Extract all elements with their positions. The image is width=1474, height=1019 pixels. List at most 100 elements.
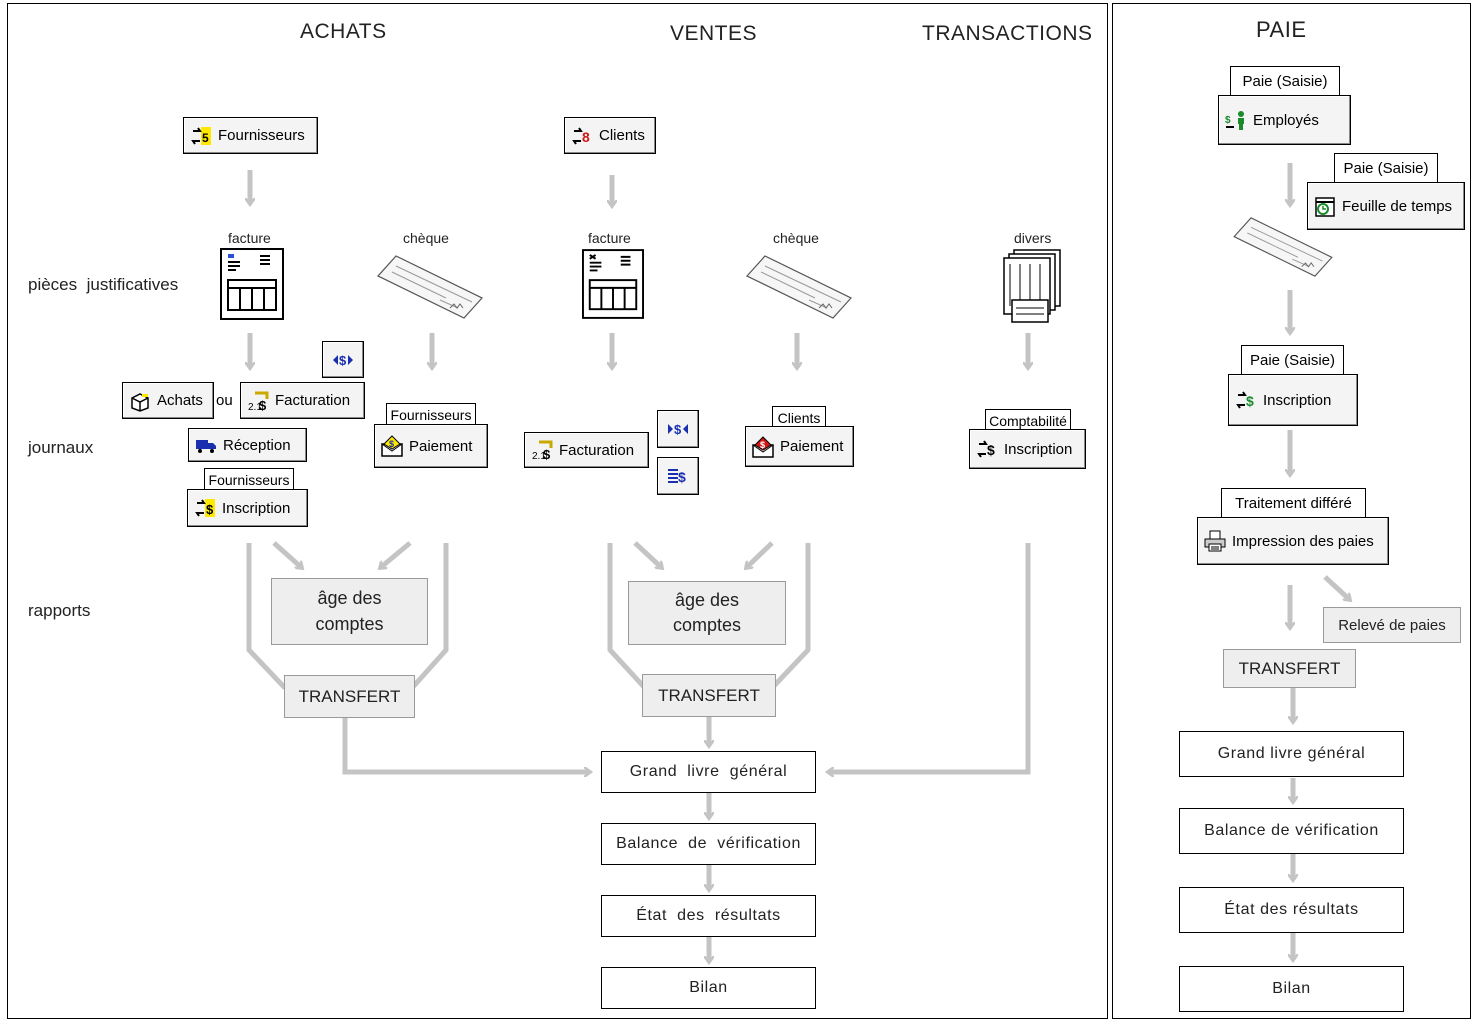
feuille-de-temps-label: Feuille de temps: [1342, 197, 1453, 215]
fournisseurs-label: Fournisseurs: [218, 127, 305, 144]
arrow-a5: [380, 541, 412, 568]
exchange-icon: 8: [572, 126, 590, 145]
achats-inscription-label: Inscription: [222, 499, 291, 517]
row-label-journaux: journaux: [28, 438, 94, 457]
ventes-transfer-button[interactable]: $: [657, 410, 699, 448]
printer-icon: [1204, 530, 1226, 552]
currency-transfer-icon: $: [668, 422, 688, 437]
achats-facture-label: facture: [228, 230, 271, 246]
svg-text:5: 5: [202, 131, 209, 145]
billing-icon: 2.1$: [248, 391, 269, 412]
ventes-transfert: TRANSFERT: [642, 674, 776, 717]
impression-des-paies-label: Impression des paies: [1232, 532, 1374, 550]
tab-comptabilite[interactable]: Comptabilité: [985, 409, 1071, 431]
impression-des-paies-button[interactable]: Impression des paies: [1197, 517, 1389, 565]
currency-transfer-icon: $: [333, 353, 353, 368]
releve-de-paies: Relevé de paies: [1323, 607, 1461, 643]
exchange-dollar-icon: $: [977, 440, 995, 458]
ventes-cheque-label: chèque: [773, 230, 819, 246]
paie-balance-de-verification: Balance de vérification: [1179, 808, 1404, 854]
achats-transfert: TRANSFERT: [284, 675, 415, 718]
paie-inscription-button[interactable]: $ Inscription: [1228, 374, 1358, 426]
employee-icon: $: [1225, 111, 1244, 130]
achats-inscription-button[interactable]: $ Inscription: [187, 489, 308, 527]
cheque-icon: [1233, 217, 1333, 277]
list-dollar-icon: $: [668, 469, 686, 485]
bilan: Bilan: [601, 967, 816, 1009]
timesheet-icon: [1315, 197, 1335, 217]
feuille-de-temps-button[interactable]: Feuille de temps: [1307, 182, 1465, 230]
achats-paiement-button[interactable]: $ Paiement: [374, 424, 488, 468]
bracket-ventes-left: [607, 543, 647, 690]
achats-facturation-label: Facturation: [275, 392, 351, 409]
achats-age-des-comptes: âge des comptes: [271, 578, 428, 645]
billing-icon: 2.1$: [532, 440, 553, 461]
arrow-v5: [746, 541, 774, 568]
etat-des-resultats: État des résultats: [601, 895, 816, 937]
divers-label: divers: [1014, 230, 1052, 246]
achats-cheque-label: chèque: [403, 230, 449, 246]
svg-text:8: 8: [582, 129, 590, 145]
tab-fournisseurs-paiement[interactable]: Fournisseurs: [386, 403, 476, 426]
svg-text:$: $: [259, 398, 267, 412]
exchange-dollar-icon: $: [1236, 391, 1254, 409]
document-icon: [220, 248, 284, 320]
ou-label: ou: [216, 392, 233, 409]
balance-de-verification: Balance de vérification: [601, 823, 816, 865]
ventes-facturation-label: Facturation: [559, 441, 635, 459]
svg-text:$: $: [339, 353, 347, 368]
svg-text:$: $: [206, 502, 214, 517]
arrow-v4: [633, 541, 662, 568]
title-achats: ACHATS: [300, 20, 387, 43]
achats-button[interactable]: Achats: [122, 382, 214, 419]
transactions-inscription-button[interactable]: $ Inscription: [969, 429, 1086, 469]
title-paie: PAIE: [1256, 17, 1307, 42]
svg-text:$: $: [674, 422, 682, 437]
reception-label: Réception: [223, 436, 291, 454]
bracket-ventes-right: [770, 543, 811, 690]
reception-button[interactable]: Réception: [188, 428, 307, 462]
achats-paiement-label: Paiement: [409, 437, 473, 455]
arrow-a4: [272, 541, 302, 568]
document-icon: [582, 249, 644, 319]
clients-button[interactable]: 8 Clients: [564, 117, 656, 154]
envelope-dollar-icon: $: [381, 435, 403, 457]
svg-text:$: $: [1225, 115, 1231, 126]
tab-clients[interactable]: Clients: [772, 406, 826, 428]
tab-paie-saisie-feuille[interactable]: Paie (Saisie): [1334, 153, 1438, 183]
box-icon: [131, 392, 149, 412]
ventes-paiement-label: Paiement: [780, 438, 844, 455]
paie-etat-des-resultats: État des résultats: [1179, 887, 1404, 933]
row-label-pieces: pièces justificatives: [28, 275, 179, 294]
tab-paie-saisie-employes[interactable]: Paie (Saisie): [1230, 66, 1340, 96]
employes-label: Employés: [1253, 111, 1319, 129]
ventes-facture-label: facture: [588, 230, 631, 246]
tab-traitement-differe[interactable]: Traitement différé: [1221, 488, 1366, 518]
svg-text:$: $: [543, 447, 551, 461]
currency-transfer-button[interactable]: $: [322, 341, 364, 378]
paie-inscription-label: Inscription: [1263, 391, 1332, 409]
arrow-achats-gl: [342, 718, 590, 772]
ventes-age-des-comptes: âge des comptes: [628, 581, 786, 645]
svg-text:$: $: [760, 440, 765, 450]
exchange-icon: 5: [191, 126, 211, 145]
envelope-dollar-icon: $: [752, 435, 774, 458]
bracket-achats-left: [246, 543, 287, 690]
achats-facturation-button[interactable]: 2.1$ Facturation: [240, 382, 365, 419]
arrow-p5: [1323, 575, 1350, 600]
tab-fournisseurs-inscription[interactable]: Fournisseurs: [204, 468, 294, 491]
tab-paie-saisie-inscription[interactable]: Paie (Saisie): [1241, 345, 1344, 375]
ventes-list-button[interactable]: $: [657, 457, 699, 495]
ventes-paiement-button[interactable]: $ Paiement: [745, 426, 854, 467]
fournisseurs-button[interactable]: 5 Fournisseurs: [183, 117, 318, 154]
svg-text:2.1: 2.1: [248, 402, 262, 412]
ventes-facturation-button[interactable]: 2.1$ Facturation: [524, 432, 649, 468]
svg-text:$: $: [678, 469, 686, 485]
bracket-achats-right: [410, 543, 449, 690]
transactions-inscription-label: Inscription: [1004, 440, 1073, 458]
arrow-trans-gl: [828, 543, 1031, 772]
title-ventes: VENTES: [670, 22, 758, 45]
exchange-dollar-icon: $: [195, 499, 215, 517]
employes-button[interactable]: $ Employés: [1218, 95, 1351, 145]
